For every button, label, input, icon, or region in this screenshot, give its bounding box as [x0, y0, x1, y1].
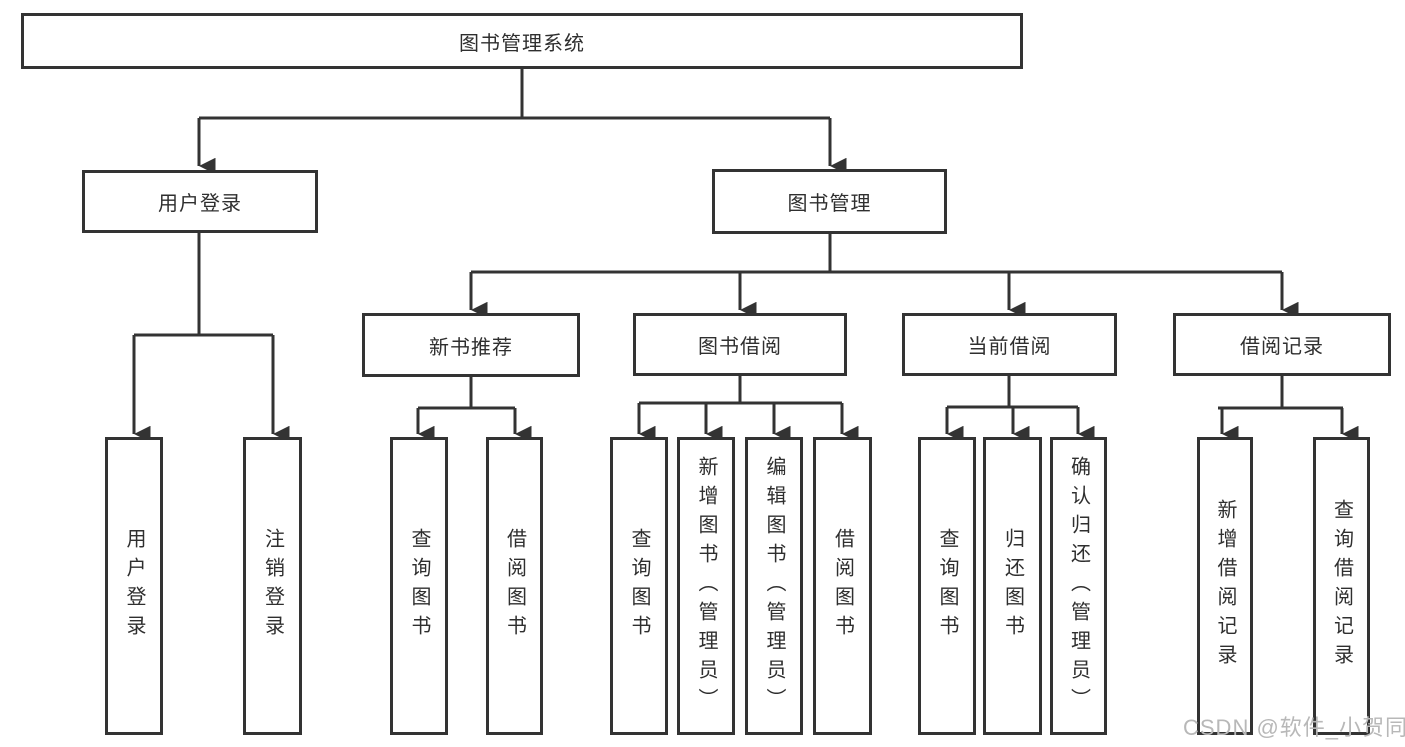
leaf-label: 查询图书	[936, 528, 958, 644]
leaf-label: 查询借阅记录	[1330, 499, 1353, 673]
leaf-label: 用户登录	[123, 528, 145, 644]
leaf-query-borrow-record: 查询借阅记录	[1313, 437, 1370, 735]
leaf-add-book-admin: 新增图书（管理员）	[677, 437, 735, 735]
node-book-management: 图书管理	[712, 169, 947, 234]
node-new-book-recommendation: 新书推荐	[362, 313, 580, 377]
leaf-query-books-borrow: 查询图书	[610, 437, 668, 735]
leaf-label: 归还图书	[1001, 528, 1024, 644]
leaf-label: 借阅图书	[831, 528, 854, 644]
node-user-login: 用户登录	[82, 170, 318, 233]
leaf-label: 查询图书	[628, 528, 650, 644]
leaf-label: 查询图书	[408, 528, 430, 644]
connector-lines	[134, 68, 1343, 410]
node-label: 图书借阅	[698, 336, 782, 358]
node-label: 图书管理系统	[459, 32, 585, 55]
leaf-confirm-return-admin: 确认归还（管理员）	[1050, 437, 1107, 735]
node-current-borrowing: 当前借阅	[902, 313, 1117, 376]
leaf-user-login: 用户登录	[105, 437, 163, 735]
node-label: 当前借阅	[967, 336, 1052, 358]
leaf-return-book: 归还图书	[983, 437, 1042, 735]
leaf-label: 新增图书（管理员）	[695, 455, 717, 717]
csdn-watermark: CSDN @软件_小贺同学	[1183, 715, 1405, 740]
leaf-label: 确认归还（管理员）	[1067, 455, 1090, 717]
node-label: 用户登录	[158, 193, 242, 215]
leaf-query-books-current: 查询图书	[918, 437, 976, 735]
leaf-label: 编辑图书（管理员）	[763, 455, 785, 717]
leaf-query-books-recommend: 查询图书	[390, 437, 448, 735]
leaf-label: 借阅图书	[503, 528, 526, 644]
leaf-borrow-books-recommend: 借阅图书	[486, 437, 543, 735]
node-borrowing-records: 借阅记录	[1173, 313, 1391, 376]
leaf-label: 注销登录	[261, 528, 284, 644]
node-label: 借阅记录	[1240, 336, 1324, 358]
arrowhead-icons	[132, 118, 1359, 443]
node-book-borrowing: 图书借阅	[633, 313, 847, 376]
leaf-logout: 注销登录	[243, 437, 302, 735]
leaf-label: 新增借阅记录	[1214, 499, 1236, 673]
node-label: 图书管理	[787, 193, 872, 215]
leaf-edit-book-admin: 编辑图书（管理员）	[745, 437, 803, 735]
leaf-borrow-books-borrow: 借阅图书	[813, 437, 872, 735]
node-label: 新书推荐	[429, 336, 513, 359]
leaf-add-borrow-record: 新增借阅记录	[1197, 437, 1253, 735]
node-library-management-system: 图书管理系统	[21, 13, 1023, 69]
